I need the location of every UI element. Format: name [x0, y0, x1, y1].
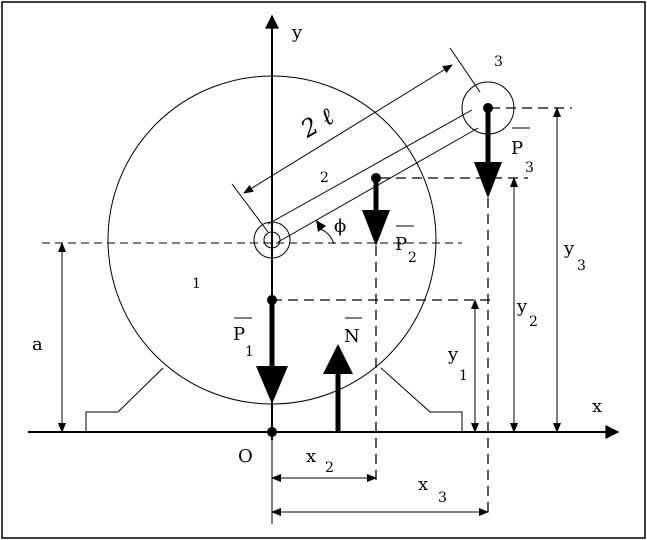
x3-subscript: 3 [438, 490, 447, 506]
x3-label: x [418, 474, 428, 495]
angle-arrowhead [316, 220, 326, 232]
y2-subscript: 2 [529, 314, 538, 330]
origin-point [267, 427, 277, 437]
point-P1 [267, 295, 277, 305]
y3-label: y [563, 238, 575, 259]
force-N-head [323, 344, 353, 374]
y1-subscript: 1 [459, 368, 468, 384]
length-dimension-arrow [243, 64, 453, 194]
point-P3 [483, 103, 493, 113]
N-label: N [344, 326, 360, 347]
P3-subscript: 3 [525, 160, 534, 176]
body-3-label: 3 [494, 54, 503, 70]
P3-label: P [511, 138, 523, 159]
disc-stand [85, 367, 463, 432]
P2-label: P [395, 234, 407, 255]
x-axis-label: x [592, 396, 602, 417]
P2-subscript: 2 [408, 250, 417, 266]
length-ext-line-left [231, 183, 269, 233]
length-ext-line-right [449, 47, 481, 93]
x2-label: x [306, 446, 316, 467]
point-P2 [371, 173, 381, 183]
origin-label: O [238, 446, 253, 467]
y2-label: y [516, 296, 528, 317]
x2-subscript: 2 [325, 460, 334, 476]
force-P2-head [362, 210, 390, 246]
y1-label: y [447, 344, 459, 365]
y-axis-label: y [291, 22, 303, 43]
force-P1-head [256, 366, 288, 404]
height-a-label: a [32, 334, 43, 355]
body-2-label: 2 [320, 170, 329, 186]
P1-label: P [233, 324, 245, 345]
force-P3-head [474, 162, 502, 198]
angle-label: ϕ [334, 216, 346, 237]
angle-arc [317, 227, 335, 245]
P1-subscript: 1 [245, 344, 254, 360]
body-1-label: 1 [192, 276, 201, 292]
length-label: 2 ℓ [295, 102, 338, 143]
y3-subscript: 3 [577, 258, 586, 274]
